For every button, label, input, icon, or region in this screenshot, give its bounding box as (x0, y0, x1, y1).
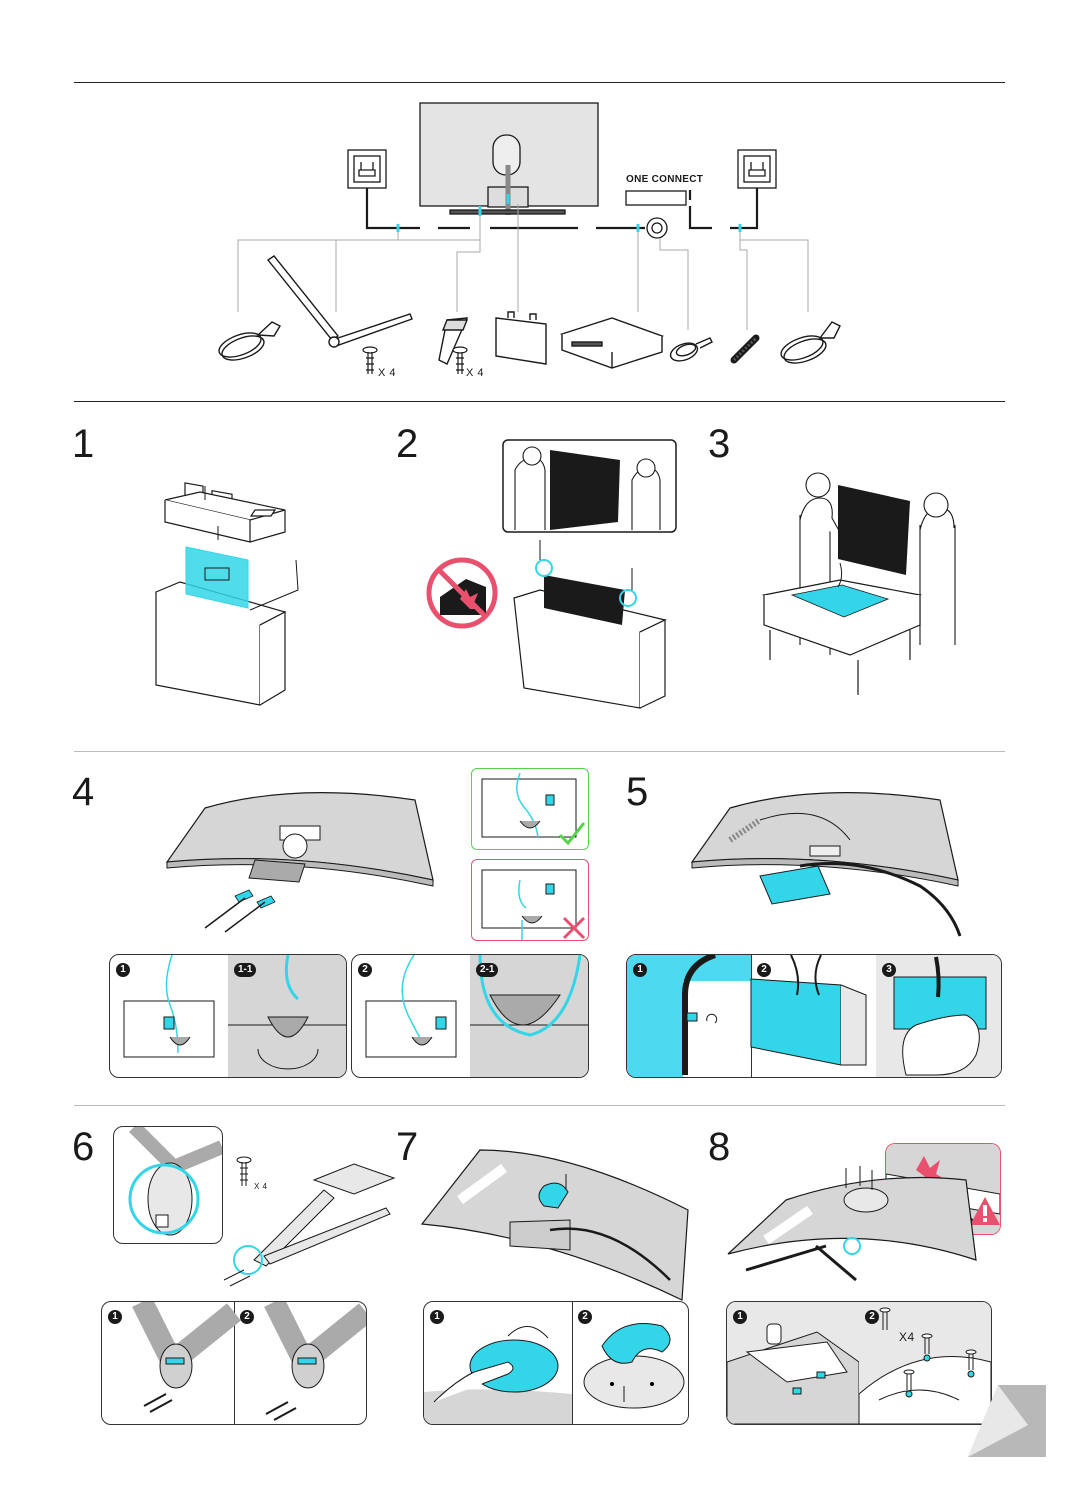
rear-cover-icon (495, 311, 547, 365)
step-4-illustration (165, 792, 434, 933)
one-connect-label: ONE CONNECT (626, 174, 704, 185)
cable-guide-icon (730, 334, 760, 364)
one-connect-box-icon (559, 317, 665, 369)
step-3-number: 3 (708, 422, 731, 466)
substep-badge: 2 (240, 1310, 254, 1324)
step-7-substeps: 1 2 (423, 1301, 689, 1425)
tv-back-illustration (419, 102, 599, 215)
step-7-number: 7 (396, 1125, 419, 1169)
one-connect-box-small (625, 190, 687, 239)
substep-badge: 2-1 (476, 963, 499, 977)
step-4-number: 4 (72, 770, 95, 814)
bracket-screw-quantity: X 4 (466, 367, 485, 379)
wall-outlet-left-icon (347, 149, 387, 189)
components-bottom-rule (74, 401, 1005, 402)
screw-stand-icon (362, 346, 378, 374)
warning-icon (970, 1197, 1000, 1225)
wall-outlet-right-icon (737, 149, 777, 189)
substep-badge: 2 (757, 963, 771, 977)
power-cord-left-icon (218, 321, 281, 361)
step-1-number: 1 (72, 422, 95, 466)
step-2-number: 2 (396, 422, 419, 466)
power-cable-lines (365, 188, 759, 230)
step-6-screw-quantity: X 4 (254, 1182, 268, 1191)
no-lay-flat-icon (426, 557, 498, 629)
step-4-substeps-b: 2 2-1 (351, 954, 589, 1078)
steps-divider-1 (74, 751, 1005, 752)
step-4-substeps-a: 1 1-1 (109, 954, 347, 1078)
step-8-number: 8 (708, 1125, 731, 1169)
cross-icon (562, 916, 586, 940)
substep-badge: 2 (865, 1310, 879, 1324)
step-8-illustration (727, 1166, 977, 1282)
substep-badge: 2 (358, 963, 372, 977)
substep-badge: 3 (882, 963, 896, 977)
substep-badge: 1 (633, 963, 647, 977)
step-5-illustration (690, 792, 962, 937)
steps-divider-2 (74, 1105, 1005, 1106)
substep-badge: 1 (430, 1310, 444, 1324)
step-4-correct-panel (471, 768, 589, 850)
substep-badge: 1-1 (234, 963, 257, 977)
page-turn-icon[interactable] (968, 1385, 1048, 1459)
leader-lines (237, 204, 809, 330)
step-7-illustration (420, 1149, 689, 1301)
step-8-substeps: 1 2 X4 (726, 1301, 992, 1425)
step-5-number: 5 (626, 770, 649, 814)
substep-badge: 1 (108, 1310, 122, 1324)
step-6-number: 6 (72, 1125, 95, 1169)
substep-badge: 1 (116, 963, 130, 977)
stand-legs-icon (266, 255, 413, 348)
substep-badge: 1 (733, 1310, 747, 1324)
power-cord-right-icon (780, 321, 841, 364)
check-icon (558, 822, 586, 846)
step-3-illustration (761, 472, 956, 695)
step-2-illustration (502, 439, 677, 709)
step-5-substeps: 1 2 3 (626, 954, 1002, 1078)
screw-bracket-icon (452, 346, 468, 374)
step-4-wrong-panel (471, 859, 589, 941)
one-connect-cable-icon (669, 337, 713, 362)
substep-badge: 2 (578, 1310, 592, 1324)
stand-neck-icon (438, 317, 469, 365)
step-1-illustration (155, 482, 299, 706)
step-8-screw-quantity: X4 (899, 1330, 915, 1344)
step-6-detail-callout (113, 1126, 223, 1244)
components-diagram (218, 102, 841, 374)
step-6-substeps: 1 2 (101, 1301, 367, 1425)
stand-screw-quantity: X 4 (378, 367, 397, 379)
step-6-illustration (223, 1163, 396, 1287)
screw-icon (236, 1156, 252, 1186)
top-rule (74, 82, 1005, 83)
